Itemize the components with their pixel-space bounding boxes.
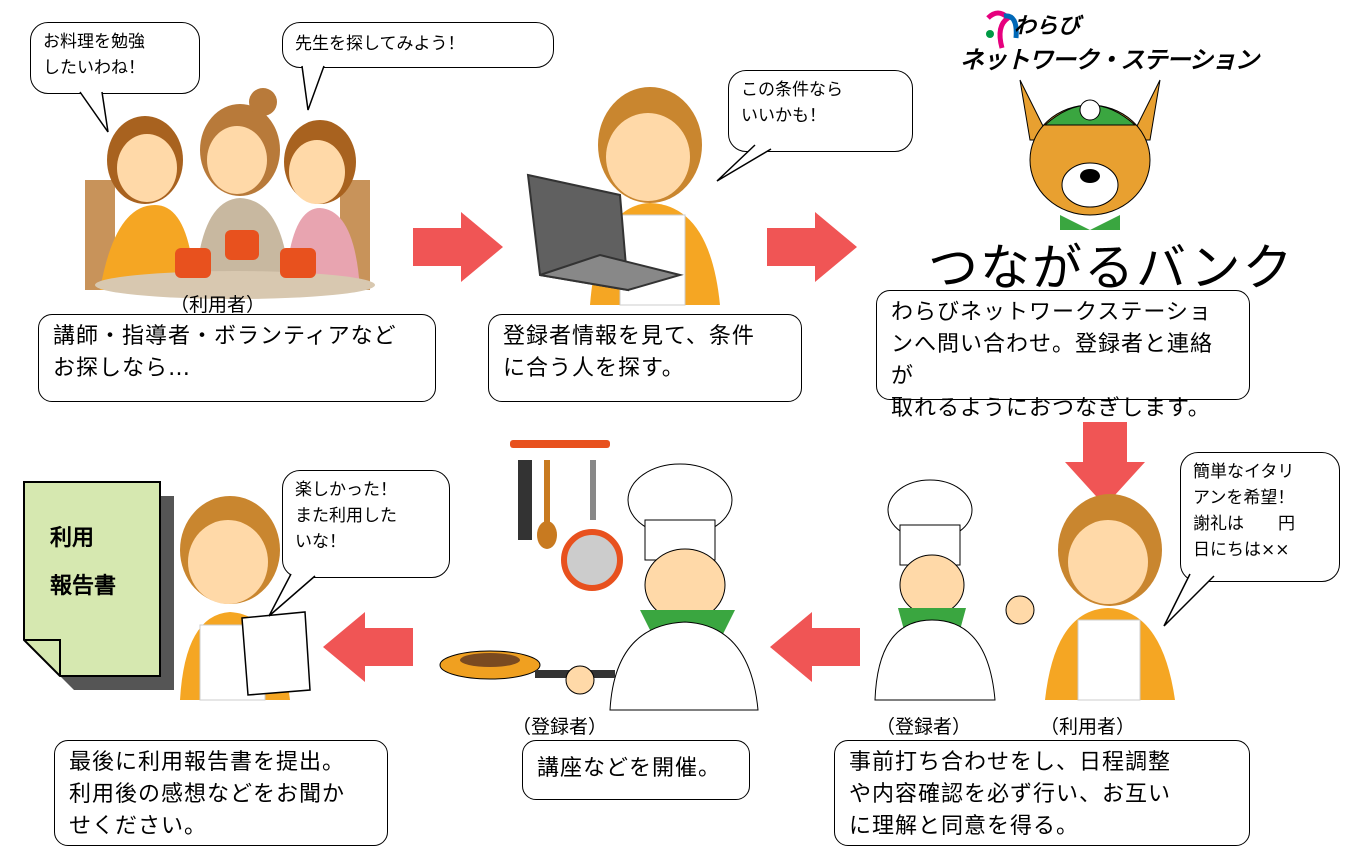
left-arrow-icon <box>323 612 413 682</box>
step-2-box: 登録者情報を見て、条件 に合う人を探す。 <box>488 314 802 402</box>
down-arrow-icon <box>1065 422 1145 506</box>
bank-title: つながるバンク <box>928 239 1295 297</box>
bubble-tail <box>716 144 772 182</box>
label-user-right: （利用者） <box>1040 716 1136 738</box>
bubble-request: 簡単なイタリ アンを希望！ 謝礼は 円 日にちは×× <box>1180 452 1340 582</box>
chef-cooking-illustration <box>439 463 759 711</box>
report-title-line2: 報告書 <box>50 574 117 599</box>
label-registrant-right: （登録者） <box>876 716 972 738</box>
step-5-box: 講座などを開催。 <box>522 740 750 800</box>
bubble-tail <box>268 573 316 617</box>
bubble-tail <box>301 65 325 111</box>
step-1-box: 講師・指導者・ボランティアなど お探しなら… <box>38 314 436 402</box>
woman-with-laptop-illustration <box>526 87 720 306</box>
step-4-box: 事前打ち合わせをし、日程調整 や内容確認を必ず行い、お互い に理解と同意を得る。 <box>834 740 1250 846</box>
report-title-line1: 利用 <box>50 526 95 551</box>
bubble-search-teacher: 先生を探してみよう！ <box>282 22 554 68</box>
step-3-box: わらびネットワークステーショ ンへ問い合わせ。登録者と連絡が 取れるようにおつな… <box>876 290 1250 421</box>
bubble-this-condition: この条件なら いいかも！ <box>728 70 913 152</box>
deer-mascot-icon <box>1019 79 1161 230</box>
bubble-tail <box>79 91 109 133</box>
left-arrow-icon <box>770 612 860 682</box>
women-at-table-illustration <box>85 88 375 299</box>
woman-with-paper-illustration <box>180 496 311 701</box>
utensils-icon <box>510 440 623 591</box>
logo-text-line2: ネットワーク・ステーション <box>960 46 1259 74</box>
bubble-tail <box>1163 573 1215 627</box>
logo-text-line1: わらび <box>1014 14 1081 39</box>
label-registrant-chef: （登録者） <box>512 716 608 738</box>
label-user-top: （利用者） <box>170 294 266 316</box>
chef-and-user-illustration <box>874 479 1175 701</box>
step-6-box: 最後に利用報告書を提出。 利用後の感想などをお聞か せください。 <box>54 740 388 846</box>
report-document-icon <box>23 481 174 690</box>
bubble-study-cooking: お料理を勉強 したいわね！ <box>30 22 200 94</box>
bubble-enjoyed: 楽しかった！ また利用した いな！ <box>282 470 450 578</box>
right-arrow-icon <box>767 212 857 282</box>
warabi-logo-mark <box>986 10 1019 49</box>
right-arrow-icon <box>413 212 503 282</box>
